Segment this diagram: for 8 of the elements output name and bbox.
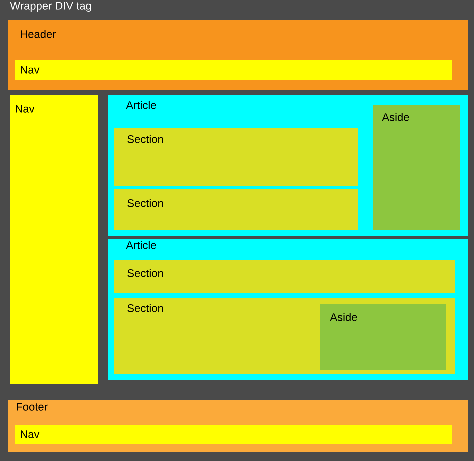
aside-box: Aside (320, 304, 446, 370)
section-box: Section (114, 189, 358, 230)
nav-bar: Nav (15, 60, 452, 80)
nav-column: Nav (10, 95, 98, 384)
section-box: Section (114, 260, 456, 294)
aside-box: Aside (373, 105, 460, 230)
nav-bar: Nav (15, 425, 452, 444)
section-box: Section (114, 128, 358, 186)
